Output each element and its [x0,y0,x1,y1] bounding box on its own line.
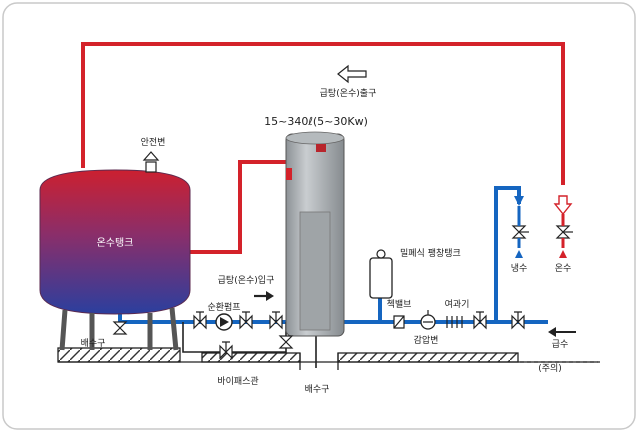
hot-inlet-label: 급탕(온수)입구 [218,274,275,286]
pressure-valve-label: 감압변 [414,334,439,346]
hot-inlet-pipe [190,160,286,254]
drain-center-label: 배수구 [305,384,330,395]
arrow-down-icon [514,196,524,206]
floor-left [57,347,181,363]
supply-label: 급수 [552,339,569,350]
center-drain-pit [299,353,339,370]
faucet-icon [515,250,523,258]
cold-water-label: 냉수 [511,263,528,274]
strainer-icon [446,316,463,328]
pressure-valve-icon [420,310,436,330]
check-valve-icon [393,315,405,329]
pump-icon [215,313,233,331]
note-label: (주의) [538,363,562,374]
tank-legs [59,307,179,351]
gate-valve-icon [278,335,294,349]
drain-left-label: 배수구 [81,338,106,349]
heater-badge [316,144,326,152]
safety-valve-label: 안전변 [141,137,166,148]
check-valve-label: 첵밸브 [387,299,412,310]
hot-tank-label: 온수탱크 [97,237,134,249]
water-heater [285,131,345,337]
gate-valve-icon [473,311,487,330]
expansion-tank-label: 밀폐식 팽창탱크 [400,247,461,259]
floor [57,347,600,370]
gate-valve-icon [239,311,253,330]
expansion-tank [369,249,393,299]
faucet-icon [559,250,567,258]
heater-hot-port [286,168,292,180]
arrow-left-icon [548,327,576,337]
strainer-label: 여과기 [445,298,470,310]
circ-pump-label: 순환펌프 [207,301,240,313]
hot-water-tank: 온수탱크 [39,169,191,351]
bypass-label: 바이패스관 [217,376,258,387]
hot-return-loop-pipe [81,42,565,185]
gate-valve-icon [511,311,525,330]
hot-pipe-network [81,42,565,254]
arrow-left-icon [337,64,367,84]
gate-valve-icon [219,341,233,360]
floor-mid [201,352,301,363]
gate-valve-icon [112,321,128,335]
hot-outlet-label: 급탕(온수)출구 [320,88,377,99]
safety-valve-icon [142,151,160,173]
arrow-right-icon [254,291,274,301]
gate-valve-icon [511,225,529,239]
floor-right [337,352,519,363]
gate-valve-icon [193,311,207,330]
capacity-label: 15~340ℓ(5~30Kw) [264,115,368,128]
heater-panel [299,211,331,331]
gate-valve-icon [555,225,573,239]
hot-water-label: 온수 [555,263,572,274]
gate-valve-icon [269,311,283,330]
arrow-down-icon [553,195,573,216]
